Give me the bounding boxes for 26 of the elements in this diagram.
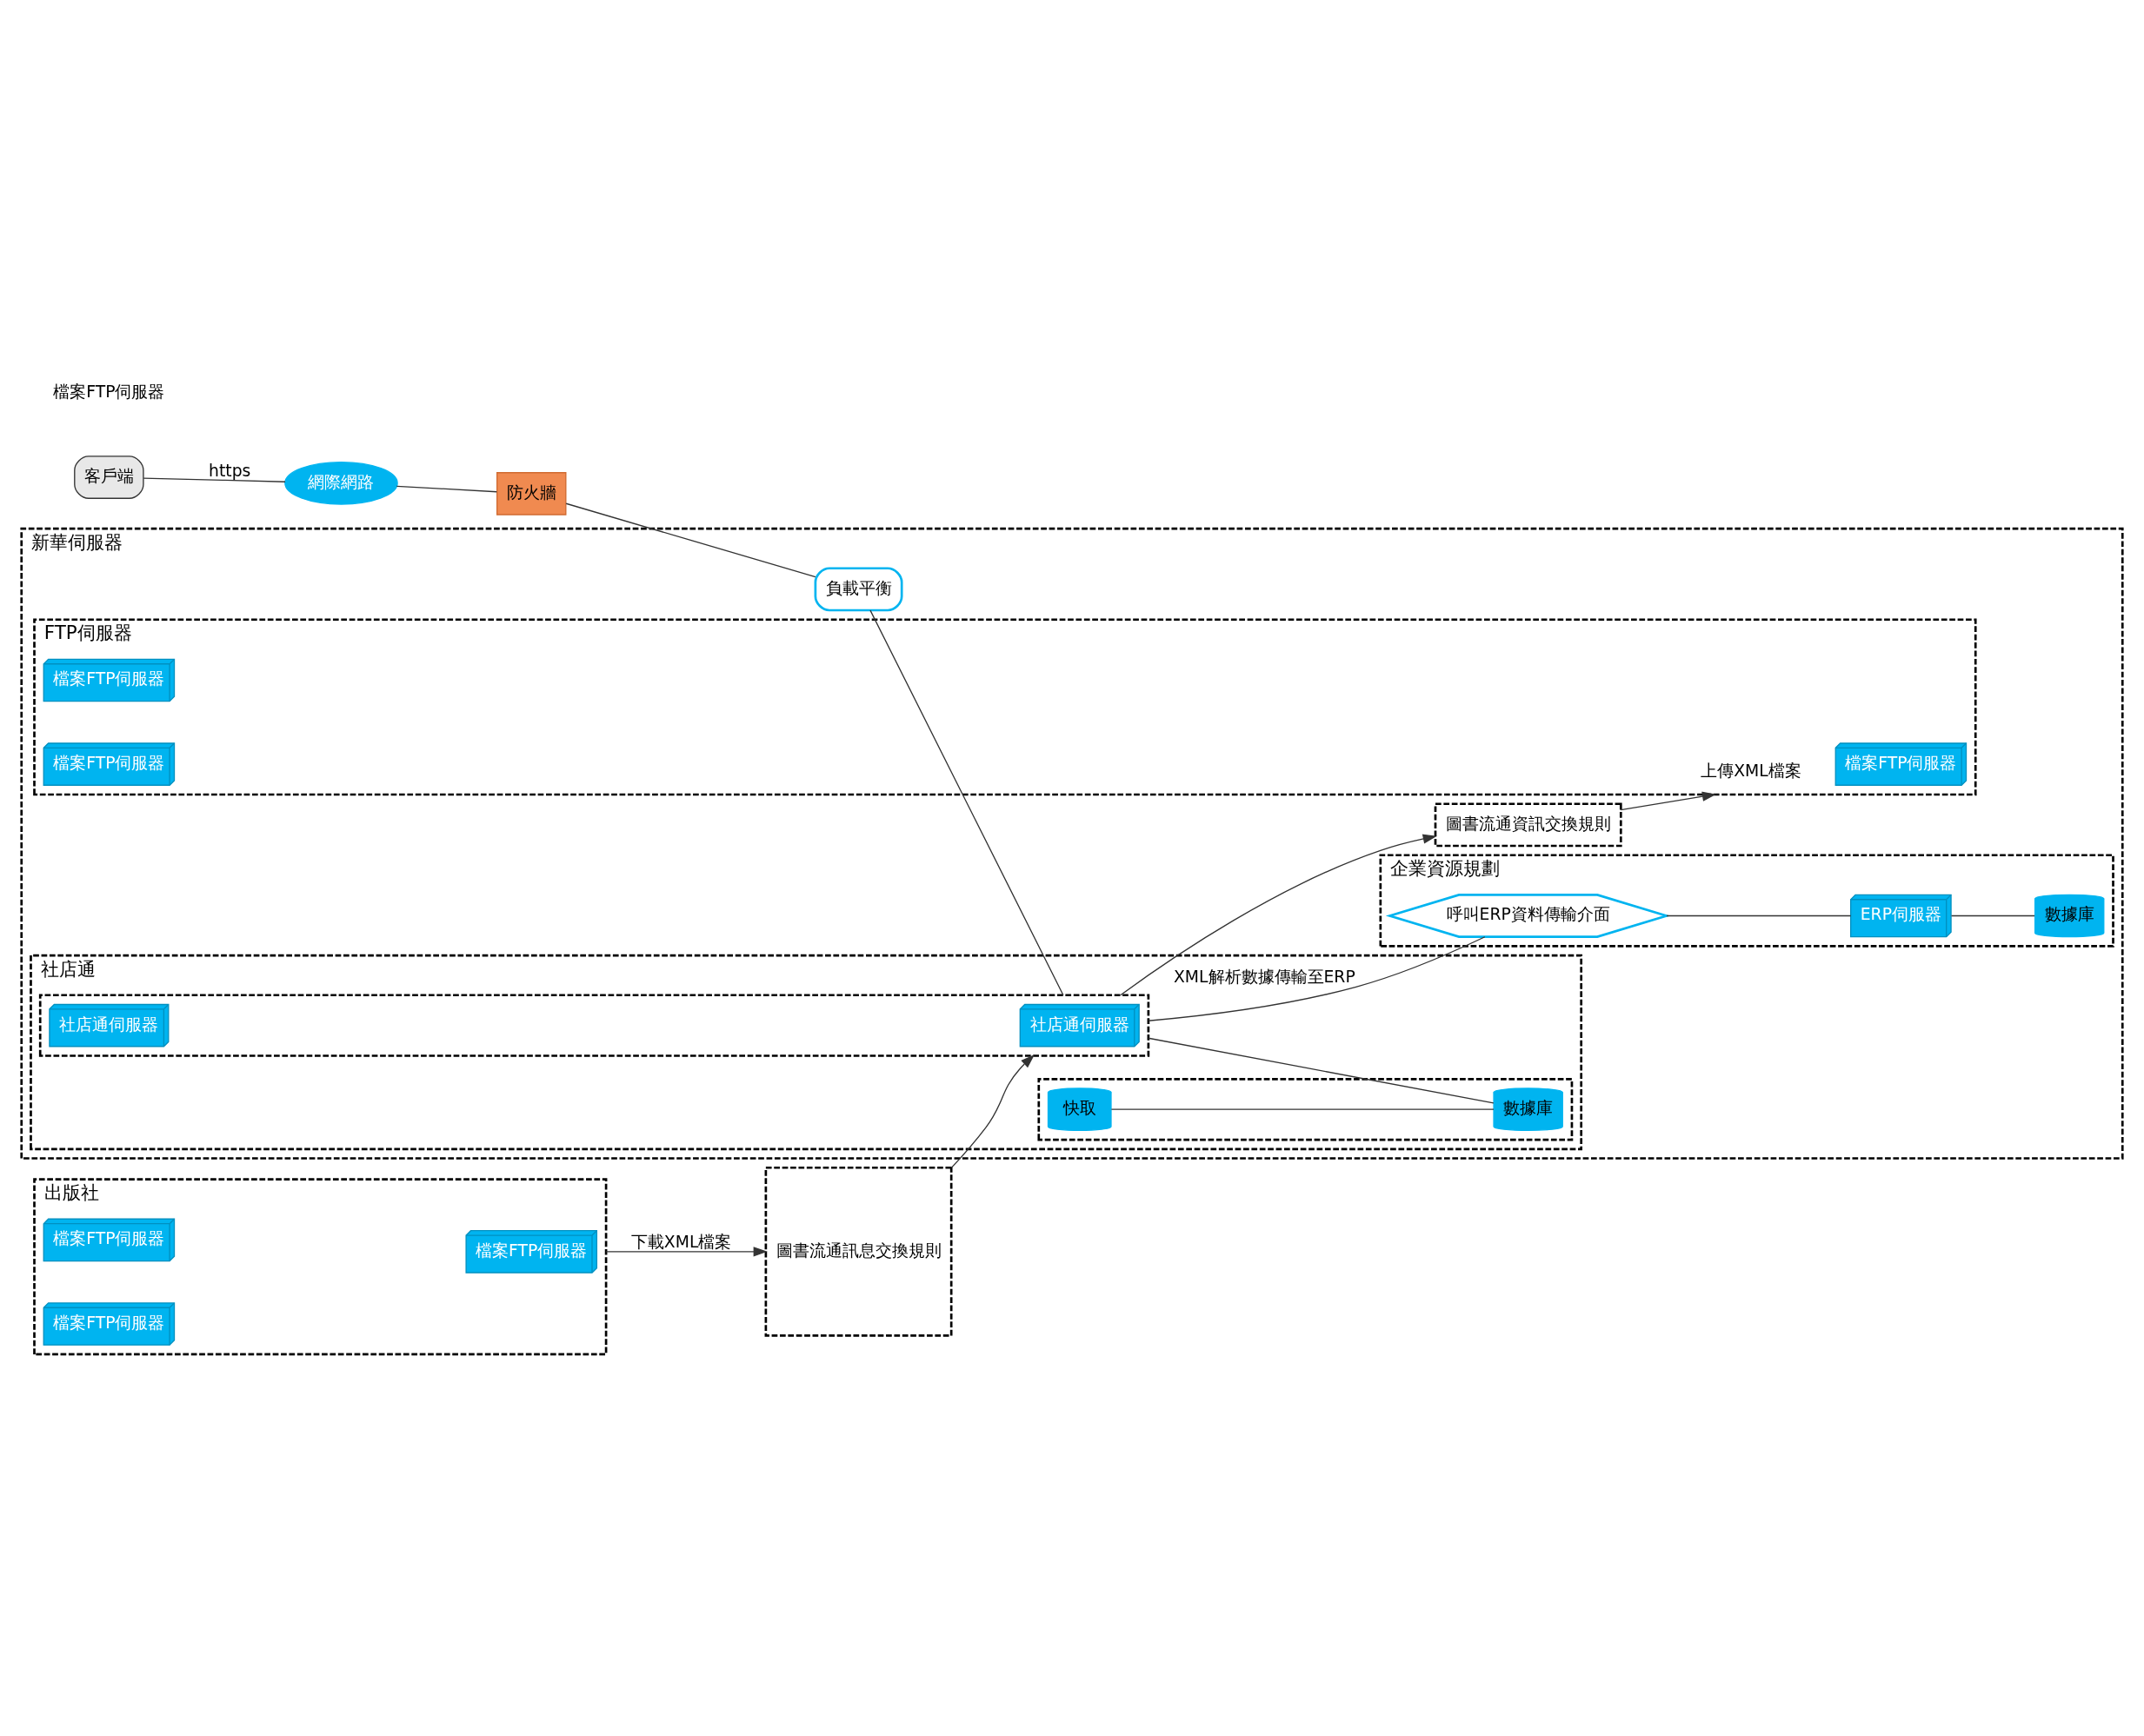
connector	[396, 485, 497, 493]
connector	[143, 477, 286, 482]
connector	[1148, 1037, 1495, 1104]
arrow	[605, 1247, 768, 1257]
edge-label: 上傳XML檔案	[1701, 761, 1801, 780]
node-box: 圖書流通資訊交換規則	[1434, 802, 1622, 848]
arrow	[1120, 834, 1437, 996]
arrow	[950, 1054, 1035, 1168]
arrow	[1620, 791, 1716, 811]
edge-label: 下載XML檔案	[630, 1232, 732, 1251]
node-ellipse: 網際網路	[284, 462, 398, 505]
edge-label: https	[209, 462, 251, 481]
label: 檔案FTP伺服器	[53, 382, 165, 402]
cluster	[1037, 1077, 1574, 1141]
connector	[1950, 915, 2035, 917]
node-box: 負載平衡	[814, 567, 903, 612]
connector	[1666, 915, 1852, 917]
node-box: 防火牆	[496, 472, 567, 515]
connector	[1148, 936, 1486, 1021]
connector	[869, 609, 1064, 996]
cluster	[38, 994, 1150, 1057]
edge-label: XML解析數據傳輸至ERP	[1174, 968, 1355, 987]
node-box: 圖書流通訊息交換規則	[764, 1166, 953, 1337]
node-box: 客戶端	[74, 456, 144, 499]
connector	[565, 502, 816, 578]
connector	[1110, 1108, 1495, 1110]
